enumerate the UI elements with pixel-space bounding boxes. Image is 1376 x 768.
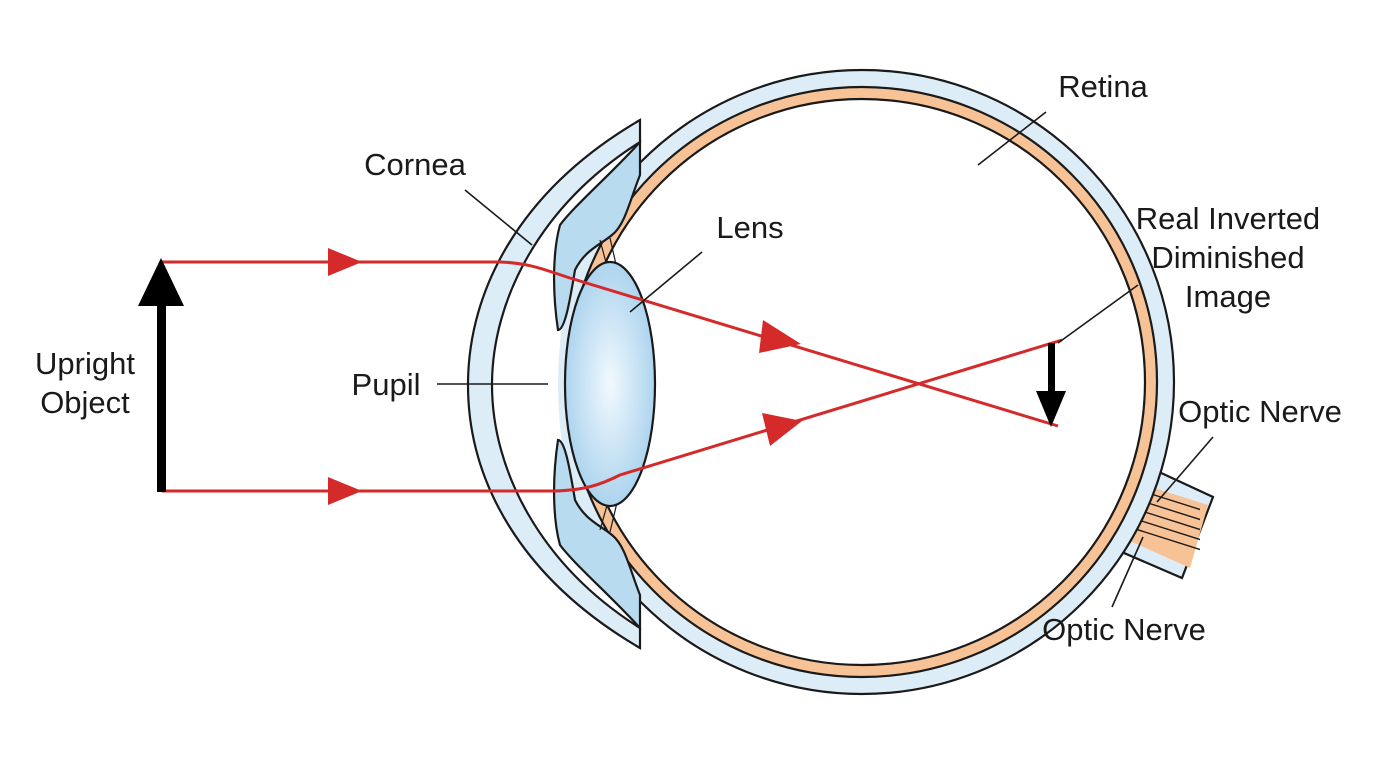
vitreous-body (577, 97, 1147, 667)
ray-arrowhead (762, 413, 802, 446)
ray-arrowhead (328, 477, 362, 505)
object-label-line-2: Object (40, 385, 130, 420)
object-label-line-1: Upright (35, 346, 135, 381)
image-label-line-1: Real Inverted (1136, 201, 1320, 236)
iris (552, 139, 642, 631)
light-rays (162, 248, 1063, 505)
lens-label: Lens (716, 210, 783, 245)
pupil-label: Pupil (352, 367, 421, 402)
labels: Retina Cornea Lens Real Inverted Diminis… (35, 69, 1342, 647)
cornea-label: Cornea (364, 147, 466, 182)
optic-nerve-label-upper: Optic Nerve (1178, 394, 1342, 429)
leader-lines (437, 111, 1214, 608)
image-label-line-2: Diminished (1151, 240, 1304, 275)
cornea (460, 70, 642, 700)
ray-arrowhead (328, 248, 362, 276)
inverted-image-arrow-icon (1036, 343, 1066, 427)
eyeball (548, 68, 1176, 696)
ray-top (162, 260, 1059, 428)
optic-nerve-label-lower: Optic Nerve (1042, 612, 1206, 647)
lens (563, 260, 657, 508)
ray-arrowhead (759, 320, 801, 353)
ray-bottom (162, 338, 1063, 493)
image-label-line-3: Image (1185, 279, 1271, 314)
retina-label: Retina (1058, 69, 1148, 104)
upright-object-arrow-icon (138, 258, 184, 492)
